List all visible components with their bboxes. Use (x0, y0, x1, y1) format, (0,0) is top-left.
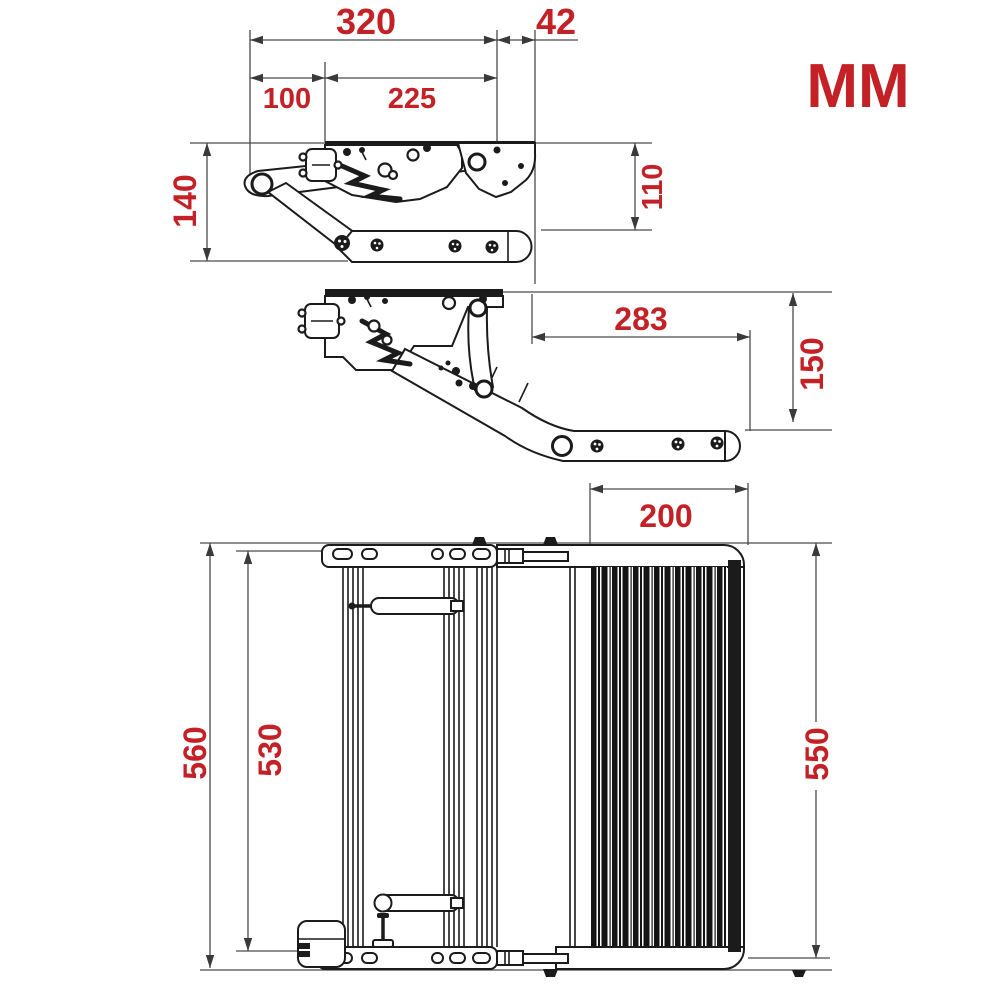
extended-step-drawing (297, 289, 741, 462)
retracted-side-view: 320 42 100 225 140 110 (167, 1, 669, 284)
step-arm (390, 347, 741, 462)
drive-linkage (339, 163, 403, 202)
tread-ribs (591, 567, 727, 946)
drive-linkage (359, 318, 413, 367)
tread-bottom-rail (555, 946, 745, 970)
dim-step-reach-label: 283 (614, 301, 667, 337)
dim-overall-width-label: 560 (177, 726, 213, 779)
front-view: 200 560 530 550 (177, 483, 835, 977)
mount-bar (325, 289, 503, 296)
extended-dimension-lines (503, 291, 832, 431)
arm-pivot (250, 172, 274, 196)
front-dimension-labels: 200 560 530 550 (177, 498, 835, 781)
extended-side-view: 283 150 (297, 289, 832, 462)
extended-dimension-labels: 283 150 (614, 301, 830, 391)
dim-folded-height-label: 140 (167, 174, 203, 227)
dim-rear-overhang-label: 42 (536, 1, 576, 42)
tread-screws (551, 435, 724, 457)
upper-cylinder (370, 597, 460, 615)
tread-edge-band (728, 560, 741, 952)
retracted-dimension-labels: 320 42 100 225 140 110 (167, 1, 669, 228)
side-plate (324, 295, 504, 371)
front-step-drawing (297, 537, 806, 977)
folded-tread (336, 230, 533, 263)
dim-mount-spacing-label: 225 (388, 83, 436, 115)
front-dimension-lines (200, 483, 832, 971)
unit-label: MM (806, 52, 909, 121)
tread-screws (334, 235, 499, 254)
dim-tread-width-label: 550 (799, 727, 835, 780)
top-bracket-slots (332, 548, 491, 560)
mount-bar (325, 141, 535, 145)
dim-tread-depth-label: 200 (639, 498, 692, 534)
retracted-step-drawing (243, 141, 537, 263)
dim-frame-width-label: 530 (252, 723, 288, 776)
support-link (467, 307, 495, 392)
guide-rails (342, 567, 498, 947)
dim-housing-height-label: 110 (637, 164, 669, 211)
retracted-dimension-lines (190, 30, 652, 284)
dim-step-drop-label: 150 (794, 337, 830, 390)
dim-total-depth-label: 320 (336, 1, 396, 42)
dim-mount-offset-label: 100 (263, 83, 311, 115)
